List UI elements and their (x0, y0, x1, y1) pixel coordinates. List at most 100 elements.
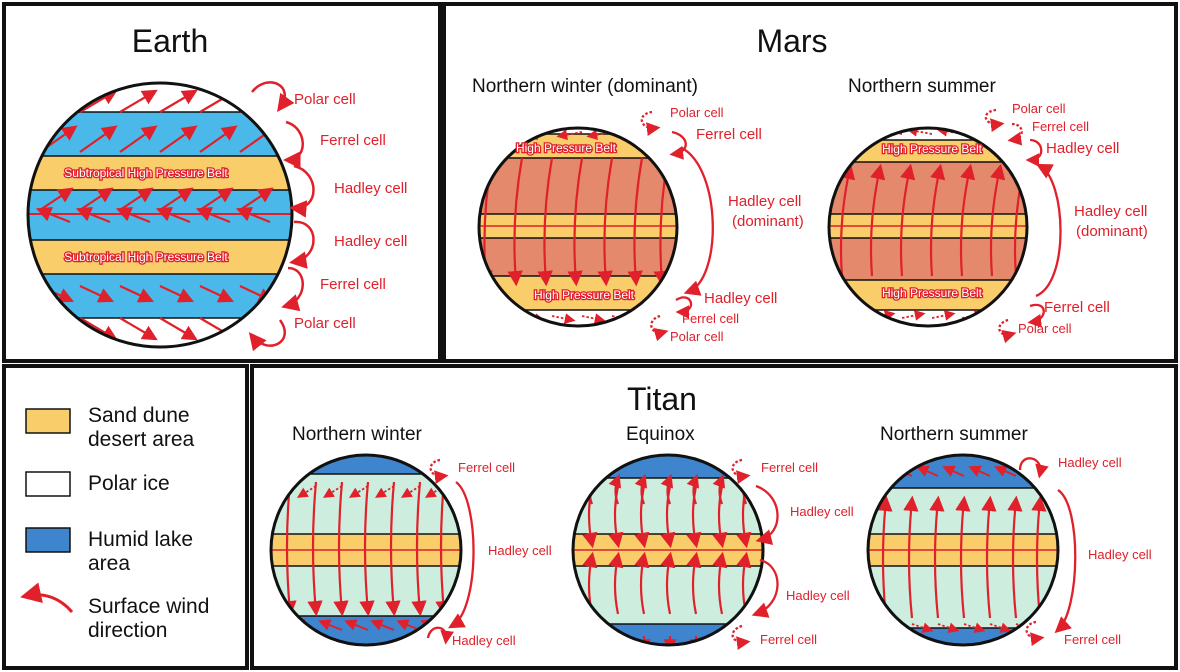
wind-arrow (937, 622, 960, 633)
mars-summer-hadley-cell-north: Hadley cell (1046, 140, 1119, 157)
wind-arrow (199, 285, 234, 303)
titan-summer-lake-south (868, 628, 1058, 645)
wind-arrow (1018, 465, 1041, 477)
earth-cell-label-polar-south: Polar cell (294, 315, 356, 332)
wind-arrow (556, 129, 583, 141)
titan-equinox-hadley-cell-south: Hadley cell (786, 588, 850, 603)
legend-lake-label-line2: area (88, 552, 130, 575)
wind-arrow (318, 619, 343, 631)
wind-arrow (846, 128, 873, 137)
mars-summer-hadley-cell-line1: Hadley cell (1074, 203, 1147, 220)
titan-panel (250, 364, 1178, 670)
titan-summer-subtitle: Northern summer (880, 424, 1028, 445)
mars-winter-polar-cell-north: Polar cell (670, 105, 724, 120)
wind-arrow (608, 485, 624, 549)
legend: Sand dune desert area Polar ice Humid la… (20, 404, 209, 642)
legend-panel (2, 364, 249, 670)
wind-arrow (195, 206, 231, 224)
mars-summer-belt-label-south: High Pressure Belt (882, 286, 983, 300)
earth-ocean-band (28, 112, 292, 156)
legend-dune-label-line2: desert area (88, 428, 195, 451)
titan-summer-globe (866, 453, 1060, 647)
wind-arrow (931, 310, 956, 321)
wind-arrow (35, 206, 71, 224)
wind-arrow (660, 485, 676, 549)
legend-dune-swatch (25, 408, 71, 434)
legend-lake-label-line1: Humid lake (88, 528, 193, 551)
wind-arrow (155, 206, 191, 224)
wind-arrow (119, 125, 158, 153)
titan-equinox-subtitle: Equinox (626, 424, 695, 445)
wind-arrow (159, 317, 198, 341)
mars-winter-belt-label-north: High Pressure Belt (516, 141, 617, 155)
earth-cell-label-ferrel-north: Ferrel cell (320, 132, 386, 149)
titan-title: Titan (627, 381, 697, 417)
wind-arrow (968, 465, 991, 477)
earth-globe (26, 81, 294, 349)
mars-summer-hadley-cell-line2: (dominant) (1076, 223, 1148, 240)
mars-winter-polar-ice-north (479, 128, 677, 134)
wind-arrow (660, 551, 676, 615)
wind-arrow (829, 129, 843, 135)
wind-arrow (119, 285, 154, 303)
wind-arrow (929, 163, 946, 277)
titan-winter-hadley-cell-mid: Hadley cell (488, 543, 552, 558)
legend-ice-label: Polar ice (88, 472, 170, 495)
titan-winter-ferrel-cell: Ferrel cell (458, 460, 515, 475)
wind-arrow (567, 157, 584, 287)
titan-equinox-ferrel-cell-north: Ferrel cell (761, 460, 818, 475)
wind-arrow (634, 473, 648, 505)
wind-arrow (955, 495, 971, 619)
mars-summer-dune-band (829, 140, 1027, 162)
wind-arrow (903, 495, 919, 619)
wind-arrow (159, 125, 198, 153)
wind-arrow (79, 285, 114, 303)
earth-title: Earth (132, 23, 208, 59)
wind-arrow (991, 310, 1016, 321)
wind-arrow (686, 485, 702, 549)
wind-arrow (79, 125, 118, 153)
wind-arrow (75, 206, 111, 224)
wind-arrow (496, 129, 523, 141)
earth-circulation-cells (248, 81, 315, 352)
wind-arrow (963, 622, 986, 633)
wind-arrow (916, 465, 939, 477)
wind-arrow (712, 551, 728, 615)
mars-winter-hadley-cell-south: Hadley cell (704, 290, 777, 307)
wind-arrow (199, 125, 238, 153)
wind-arrow (1015, 313, 1027, 319)
wind-arrow (551, 313, 576, 324)
titan-equinox-ferrel-cell-south: Ferrel cell (760, 632, 817, 647)
wind-arrow (901, 310, 926, 321)
wind-arrow (385, 481, 401, 617)
mars-winter-subtitle: Northern winter (dominant) (472, 76, 698, 97)
wind-arrow (869, 163, 886, 277)
earth-cell-label-hadley-north: Hadley cell (334, 180, 407, 197)
wind-arrow (990, 128, 1017, 137)
wind-arrow (712, 473, 726, 505)
titan-equinox-circulation-cells (731, 458, 779, 650)
wind-arrow (119, 317, 158, 341)
wind-arrow (899, 163, 916, 277)
wind-arrow (841, 310, 866, 321)
earth-wind-arrows (35, 89, 278, 341)
wind-arrow (479, 131, 493, 137)
wind-arrow (608, 551, 624, 615)
titan-summer-ferrel-cell: Ferrel cell (1064, 632, 1121, 647)
mars-summer-polar-cell-south: Polar cell (1018, 321, 1072, 336)
wind-arrow (616, 129, 643, 141)
wind-arrow (839, 163, 856, 277)
wind-arrow (411, 481, 427, 617)
wind-arrow (929, 495, 945, 619)
wind-arrow (885, 622, 908, 633)
earth-cell-label-ferrel-south: Ferrel cell (320, 276, 386, 293)
wind-arrow (159, 285, 194, 303)
titan-winter-globe (269, 453, 463, 647)
titan-equinox-hadley-cell-north: Hadley cell (790, 504, 854, 519)
wind-arrow (959, 163, 976, 277)
wind-arrow (115, 206, 151, 224)
wind-arrow (911, 622, 934, 633)
titan-equinox-globe (571, 453, 765, 647)
mars-panel (442, 2, 1178, 363)
legend-wind-label-line1: Surface wind (88, 595, 209, 618)
